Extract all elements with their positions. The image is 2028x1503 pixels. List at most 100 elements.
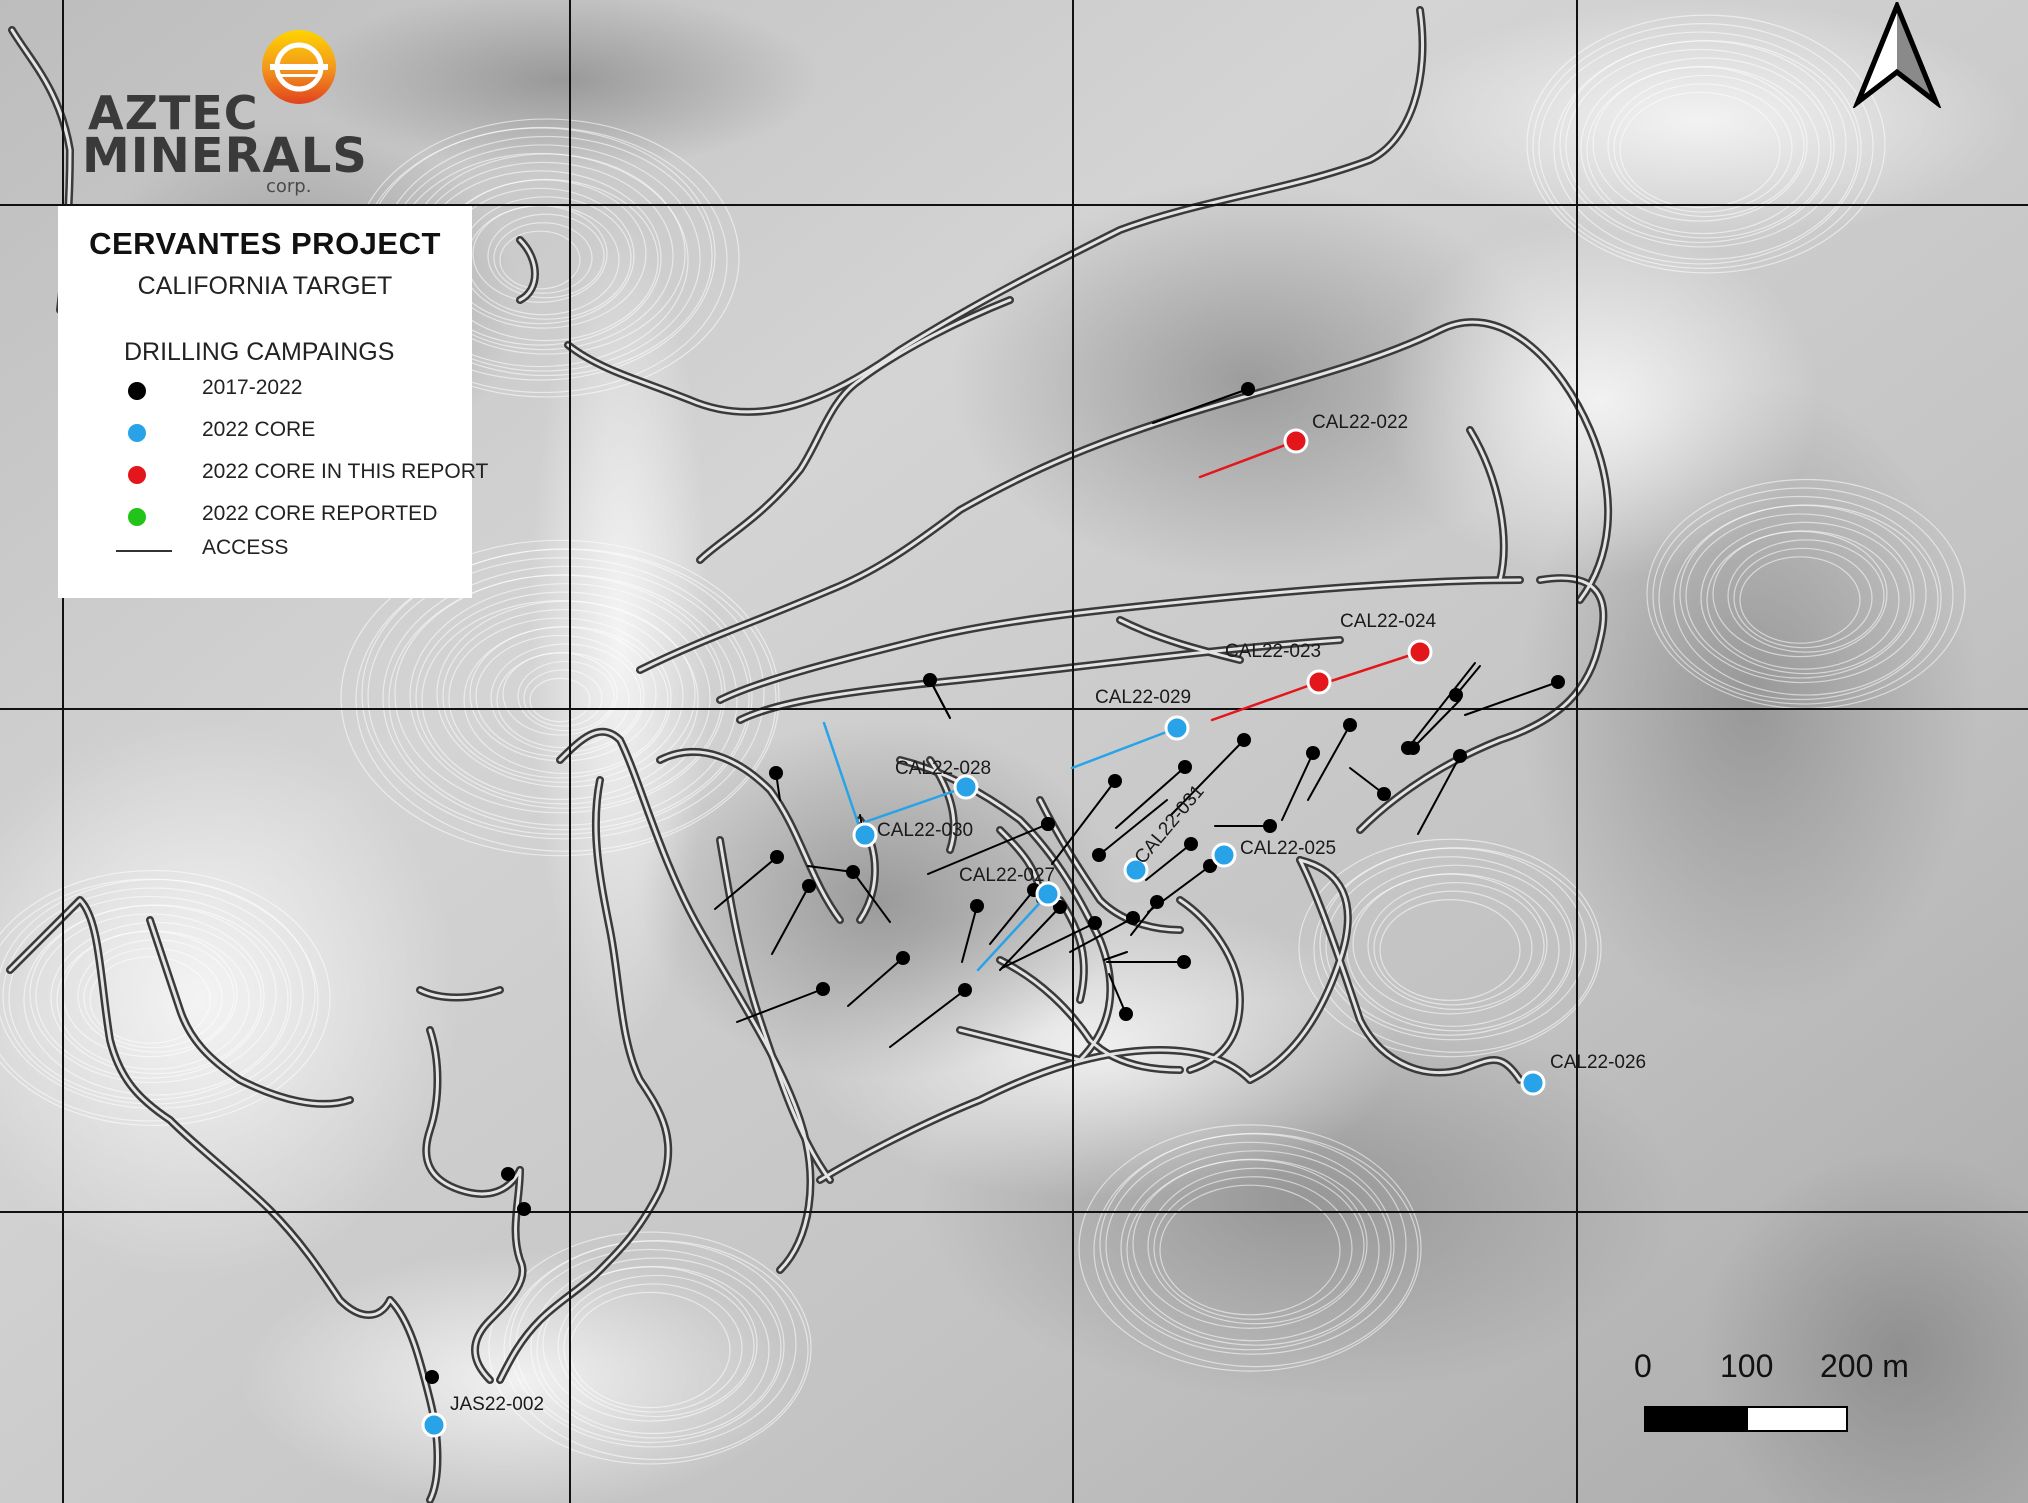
drill-collar-2017-2022 (1184, 837, 1198, 851)
label-cal22-023: CAL22-023 (1225, 641, 1321, 662)
contour-line (487, 213, 605, 299)
legend-item-2022-core-reported: 2022 CORE REPORTED (98, 500, 458, 532)
contour-line (1700, 521, 1912, 675)
drill-collar-this-report (1306, 669, 1332, 695)
drill-trace-2017-2022 (1407, 662, 1476, 749)
drill-trace-2022-core (1070, 726, 1179, 770)
contour-line (421, 600, 699, 800)
drill-trace-this-report (1326, 650, 1422, 684)
drill-collar-2017-2022 (1150, 895, 1164, 909)
legend-item-label: 2022 CORE REPORTED (202, 502, 438, 525)
drill-collar-2017-2022 (1406, 741, 1420, 755)
drill-collar-2017-2022 (1377, 787, 1391, 801)
contour-line (496, 651, 630, 749)
legend-item-access: ACCESS (98, 534, 458, 566)
contour-line (1313, 847, 1599, 1053)
contour-line (493, 222, 593, 294)
legend-item-2017-2022: 2017-2022 (98, 374, 458, 406)
drill-collar-2017-2022 (958, 983, 972, 997)
contour-line (1733, 547, 1873, 649)
drill-trace-2017-2022 (852, 871, 891, 923)
drill-collar-2017-2022 (1343, 718, 1357, 732)
contour-line (0, 878, 319, 1122)
drill-trace-2017-2022 (961, 905, 978, 963)
contour-line (1652, 487, 1954, 705)
contour-line (499, 230, 581, 290)
contour-line (1526, 14, 1886, 274)
logo-mark-icon (262, 30, 336, 104)
drill-collar-2017-2022 (1241, 382, 1255, 396)
drill-collar-2017-2022 (1053, 900, 1067, 914)
drill-labels: CAL22-022 CAL22-024 CAL22-023 CAL22-029 … (450, 412, 1646, 1415)
contour-line (1532, 22, 1874, 270)
contour-line (463, 625, 669, 775)
contour-line (1727, 539, 1885, 653)
drill-collar-2017-2022 (1551, 675, 1565, 689)
drill-trace-2017-2022 (927, 823, 1049, 875)
contour-line (1367, 882, 1545, 1010)
drill-trace-this-report (1210, 680, 1321, 722)
contour-lines (0, 14, 1966, 1465)
scale-bar: 0 100 200 m (1620, 1348, 1920, 1438)
drill-trace-this-report (1198, 439, 1298, 479)
drill-trace-2022-core (976, 892, 1050, 972)
scale-label-100: 100 (1720, 1348, 1774, 1384)
contour-line (1105, 1141, 1395, 1351)
contour-line (517, 660, 615, 732)
contour-line (530, 1257, 782, 1439)
drill-collar-2017-2022 (1108, 774, 1122, 788)
drill-collar-2017-2022 (1453, 749, 1467, 763)
scale-label-200: 200 m (1820, 1348, 1909, 1384)
contour-line (563, 1283, 743, 1413)
legend-item-label: ACCESS (202, 536, 289, 559)
contour-line (536, 1265, 770, 1435)
contour-line (1379, 898, 1521, 1001)
line-icon (116, 550, 172, 552)
drill-trace-2017-2022 (1098, 799, 1168, 856)
legend-item-label: 2022 CORE (202, 418, 316, 441)
contour-line (1706, 530, 1900, 670)
scale-bar-white-segment (1746, 1406, 1848, 1432)
drill-collar-2017-2022 (816, 982, 830, 996)
drill-trace-2017-2022 (1145, 843, 1192, 881)
drill-trace-2017-2022 (1170, 739, 1245, 816)
drill-trace-2017-2022 (1349, 767, 1385, 795)
drill-trace-2017-2022 (999, 906, 1061, 971)
map-legend: CERVANTES PROJECT CALIFORNIA TARGET DRIL… (58, 206, 488, 598)
drill-collar-2022-core (421, 1412, 447, 1438)
contour-line (388, 574, 738, 826)
drill-collar-2022-core (1520, 1070, 1546, 1096)
contour-line (529, 677, 591, 723)
contour-line (488, 1231, 812, 1465)
contour-line (415, 591, 711, 805)
logo-text-aztec: AZTEC (88, 86, 259, 140)
drill-trace-2017-2022 (1412, 699, 1461, 749)
label-jas22-002: JAS22-002 (450, 1394, 544, 1415)
contour-line (1580, 57, 1832, 239)
drill-collar-2022-core (1123, 857, 1149, 883)
contour-line (523, 669, 603, 727)
drill-collar-2017-2022 (1119, 1007, 1133, 1021)
contour-line (1613, 83, 1793, 213)
contour-line (1538, 31, 1862, 265)
drill-trace-2017-2022 (1417, 755, 1461, 835)
company-logo: AZTEC MINERALS corp. (80, 28, 380, 197)
drill-collar-2022-core (953, 774, 979, 800)
blue-dot-icon (128, 424, 146, 442)
drill-collar-2017-2022 (896, 951, 910, 965)
drill-trace-2017-2022 (847, 957, 904, 1007)
drill-collar-2017-2022 (1126, 911, 1140, 925)
drill-trace-2017-2022 (807, 865, 854, 873)
contour-line (1619, 91, 1781, 209)
legend-subtitle: CALIFORNIA TARGET (137, 272, 393, 300)
label-cal22-027: CAL22-027 (959, 865, 1055, 886)
drill-collar-2017-2022 (1449, 688, 1463, 702)
drill-collar-2017-2022 (970, 899, 984, 913)
drill-collar-2017-2022 (1088, 916, 1102, 930)
contour-line (367, 557, 753, 835)
access-roads (6, 6, 1613, 1503)
label-cal22-022: CAL22-022 (1312, 412, 1408, 433)
drill-collar-2017-2022 (1263, 819, 1277, 833)
contour-line (1120, 1150, 1392, 1346)
